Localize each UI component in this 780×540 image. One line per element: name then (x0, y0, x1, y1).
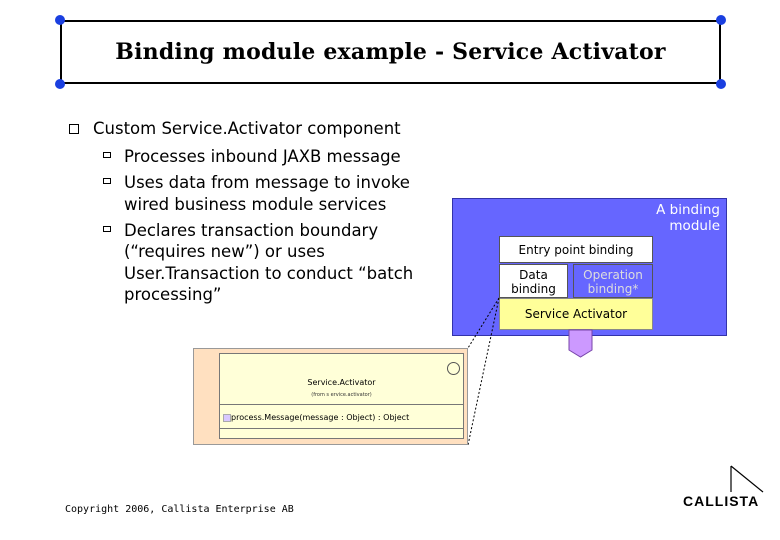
operation-binding-label: binding* (587, 282, 639, 296)
binding-module-label: A binding module (632, 202, 720, 234)
dotted-guide-line (467, 297, 500, 446)
uml-class-stereotype: (from s ervice.activator) (311, 392, 372, 398)
connector-shape (568, 329, 593, 358)
uml-class-box (219, 353, 464, 439)
corner-dot (716, 79, 726, 89)
sub-bullet-icon (103, 226, 111, 232)
sub-bullet-text: processing” (124, 285, 222, 304)
sub-bullet-text: wired business module services (124, 195, 387, 214)
copyright-text: Copyright 2006, Callista Enterprise AB (65, 504, 294, 515)
slide-title: Binding module example - Service Activat… (115, 39, 666, 65)
corner-dot (55, 79, 65, 89)
uml-operation: process.Message(message : Object) : Obje… (231, 413, 410, 422)
sub-bullet-icon (103, 178, 111, 184)
service-activator-box: Service Activator (499, 298, 653, 330)
operation-icon (223, 414, 231, 422)
data-binding-box: Data binding (499, 264, 568, 298)
data-binding-label: Data (519, 268, 548, 282)
operation-binding-label: Operation (583, 268, 643, 282)
uml-class-name: Service.Activator (307, 378, 376, 387)
dotted-guide-line (467, 297, 500, 349)
sub-bullet-text: (“requires new”) or uses (124, 242, 325, 261)
callista-logo-text: CALLISTA (683, 493, 760, 509)
corner-dot (55, 15, 65, 25)
entry-point-binding-box: Entry point binding (499, 236, 653, 263)
uml-separator (219, 428, 464, 429)
class-icon (447, 362, 460, 375)
sub-bullet-text: Processes inbound JAXB message (124, 147, 401, 166)
sub-bullet-icon (103, 152, 111, 158)
callista-logo-icon (730, 465, 764, 493)
sub-bullet-text: User.Transaction to conduct “batch (124, 264, 414, 283)
main-bullet-text: Custom Service.Activator component (93, 119, 401, 138)
data-binding-label: binding (511, 282, 556, 296)
module-label-line: A binding (656, 202, 720, 218)
corner-dot (716, 15, 726, 25)
square-bullet-icon (69, 124, 79, 134)
title-frame (60, 20, 721, 84)
sub-bullet-text: Declares transaction boundary (124, 221, 379, 240)
operation-binding-box: Operation binding* (573, 264, 653, 298)
sub-bullet-text: Uses data from message to invoke (124, 173, 410, 192)
module-label-line: module (669, 218, 720, 234)
uml-separator (219, 404, 464, 405)
